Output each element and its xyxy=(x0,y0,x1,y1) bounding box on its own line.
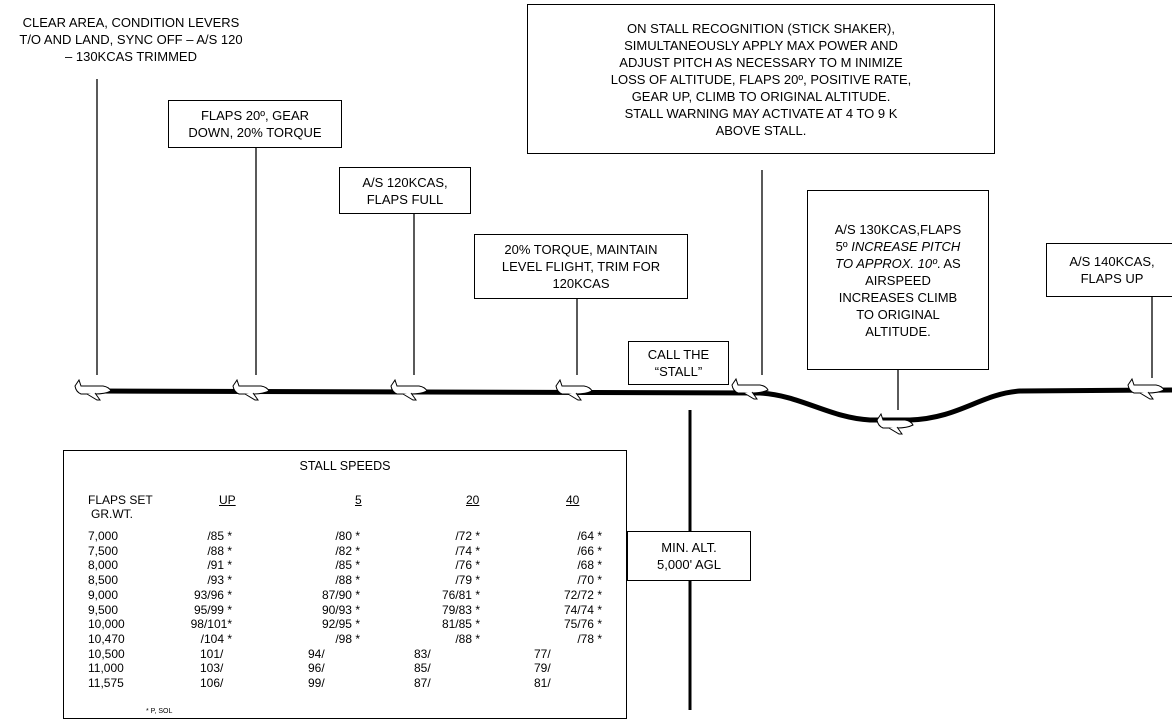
gross-weight-cell: 10,500 xyxy=(88,646,125,661)
gross-weight-cell: 7,500 xyxy=(88,543,119,558)
stall-speed-cell: 81/85 * xyxy=(441,617,480,632)
airplane-icon xyxy=(74,378,112,401)
callout-clear-area: CLEAR AREA, CONDITION LEVERS T/O AND LAN… xyxy=(19,15,243,64)
row-header-flaps-set: FLAPS SET xyxy=(88,493,153,507)
airplane-icon xyxy=(731,377,769,400)
stall-speed-cell: 95/99 * xyxy=(193,602,232,617)
stall-speed-cell: /66 * xyxy=(577,543,602,558)
stall-speed-cell: /104 * xyxy=(200,631,232,646)
stall-speed-cell: /72 * xyxy=(455,529,480,543)
stall-speed-cell: /78 * xyxy=(577,631,602,646)
callout-torque-text: 20% TORQUE, MAINTAIN LEVEL FLIGHT, TRIM … xyxy=(501,242,661,291)
stall-speed-cell: 93/96 * xyxy=(193,587,232,602)
stall-speed-cell: 81/ xyxy=(534,676,551,690)
stall-speed-cell: 99/ xyxy=(308,676,325,690)
callout-stall-recognition-text: ON STALL RECOGNITION (STICK SHAKER), SIM… xyxy=(610,20,912,138)
stall-speed-cell: /64 * xyxy=(577,529,602,543)
callout-as130-post: . AS AIRSPEED INCREASES CLIMB TO ORIGINA… xyxy=(838,255,961,339)
callout-stall-recognition: ON STALL RECOGNITION (STICK SHAKER), SIM… xyxy=(527,4,995,154)
stall-speed-cell: 90/93 * xyxy=(321,602,360,617)
stall-speed-cell: 79/83 * xyxy=(441,602,480,617)
column-header-5: 5 xyxy=(355,493,362,507)
callout-as120-text: A/S 120KCAS, FLAPS FULL xyxy=(362,174,448,207)
airplane-icon xyxy=(390,378,428,401)
stall-speed-cell: 75/76 * xyxy=(563,617,602,632)
stall-speed-cell: /70 * xyxy=(577,573,602,588)
callout-torque-maintain: 20% TORQUE, MAINTAIN LEVEL FLIGHT, TRIM … xyxy=(474,234,688,299)
airplane-icon xyxy=(555,378,593,401)
gross-weight-cell: 10,470 xyxy=(88,631,125,646)
callout-call-stall-text: CALL THE “STALL” xyxy=(647,347,710,379)
callout-as130-pre: A/S 130KCAS,FLAPS 5º xyxy=(834,221,962,254)
callout-as130-text: A/S 130KCAS,FLAPS 5º INCREASE PITCH TO A… xyxy=(835,221,961,340)
stall-speed-cell: /91 * xyxy=(207,558,232,573)
callout-flaps20-gear: FLAPS 20º, GEAR DOWN, 20% TORQUE xyxy=(168,100,342,148)
airplane-icon xyxy=(232,378,270,401)
stall-speed-cell: /88 * xyxy=(455,631,480,646)
stall-speed-cell: 79/ xyxy=(534,661,551,676)
gross-weight-cell: 10,000 xyxy=(88,617,125,632)
gross-weight-cell: 7,000 xyxy=(88,529,119,543)
stall-speed-cell: /98 * xyxy=(335,631,360,646)
gross-weight-cell: 9,000 xyxy=(88,587,119,602)
stall-speed-cell: 101/ xyxy=(200,646,224,661)
stall-speed-cell: /80 * xyxy=(335,529,360,543)
stall-speed-cell: /88 * xyxy=(207,543,232,558)
stall-speed-cell: 76/81 * xyxy=(441,587,480,602)
stall-speed-cell: 72/72 * xyxy=(563,587,602,602)
column-header-40: 40 xyxy=(566,493,580,507)
stall-speed-cell: /85 * xyxy=(335,558,360,573)
stall-speed-cell: 77/ xyxy=(534,646,551,661)
gross-weight-cell: 8,000 xyxy=(88,558,119,573)
stall-speed-cell: 94/ xyxy=(308,646,325,661)
stall-speed-cell: 98/101* xyxy=(190,617,232,632)
column-header-up: UP xyxy=(219,493,236,507)
stall-speed-cell: /85 * xyxy=(207,529,232,543)
gross-weight-cell: 8,500 xyxy=(88,573,119,588)
stall-speed-cell: /74 * xyxy=(455,543,480,558)
stall-speed-cell: 85/ xyxy=(414,661,431,676)
stall-speed-cell: /76 * xyxy=(455,558,480,573)
callout-as140-text: A/S 140KCAS, FLAPS UP xyxy=(1069,254,1155,286)
table-footnote: * P, SOL xyxy=(146,708,173,715)
stall-speed-cell: /82 * xyxy=(335,543,360,558)
airplane-icon xyxy=(1127,377,1165,400)
callout-as130-italic: INCREASE PITCH TO APPROX. 10º xyxy=(835,238,961,271)
stall-speed-cell: 87/ xyxy=(414,676,431,690)
stall-speed-cell: 87/90 * xyxy=(321,587,360,602)
gross-weight-cell: 11,000 xyxy=(88,661,124,676)
gross-weight-cell: 11,575 xyxy=(88,676,124,690)
flight-path-line xyxy=(94,387,1172,423)
stall-speed-cell: 83/ xyxy=(414,646,431,661)
stall-speed-cell: 96/ xyxy=(308,661,325,676)
gross-weight-cell: 9,500 xyxy=(88,602,119,617)
stall-speed-cell: 92/95 * xyxy=(321,617,360,632)
stall-speed-cell: /79 * xyxy=(455,573,480,588)
min-altitude-text: MIN. ALT. 5,000' AGL xyxy=(657,540,721,572)
stall-speeds-table: STALL SPEEDS FLAPS SET GR.WT. UP 5 20 40… xyxy=(63,450,627,719)
stall-speed-cell: 106/ xyxy=(200,676,224,690)
callout-as120-flaps-full: A/S 120KCAS, FLAPS FULL xyxy=(339,167,471,214)
stall-speed-cell: 103/ xyxy=(200,661,224,676)
row-header-gross-weight: GR.WT. xyxy=(91,507,133,521)
stall-speeds-title: STALL SPEEDS xyxy=(299,459,391,473)
callout-flaps20-gear-text: FLAPS 20º, GEAR DOWN, 20% TORQUE xyxy=(188,108,322,140)
column-header-20: 20 xyxy=(466,493,480,507)
stall-speed-cell: /68 * xyxy=(577,558,602,573)
stall-speed-cell: 74/74 * xyxy=(563,602,602,617)
stall-speed-cell: /88 * xyxy=(335,573,360,588)
callout-as130: A/S 130KCAS,FLAPS 5º INCREASE PITCH TO A… xyxy=(807,190,989,370)
stall-speed-cell: /93 * xyxy=(207,573,232,588)
airplane-icon xyxy=(876,412,914,435)
callout-call-stall: CALL THE “STALL” xyxy=(628,341,729,385)
min-altitude-box: MIN. ALT. 5,000' AGL xyxy=(627,531,751,581)
callout-as140-flaps-up: A/S 140KCAS, FLAPS UP xyxy=(1046,243,1172,297)
